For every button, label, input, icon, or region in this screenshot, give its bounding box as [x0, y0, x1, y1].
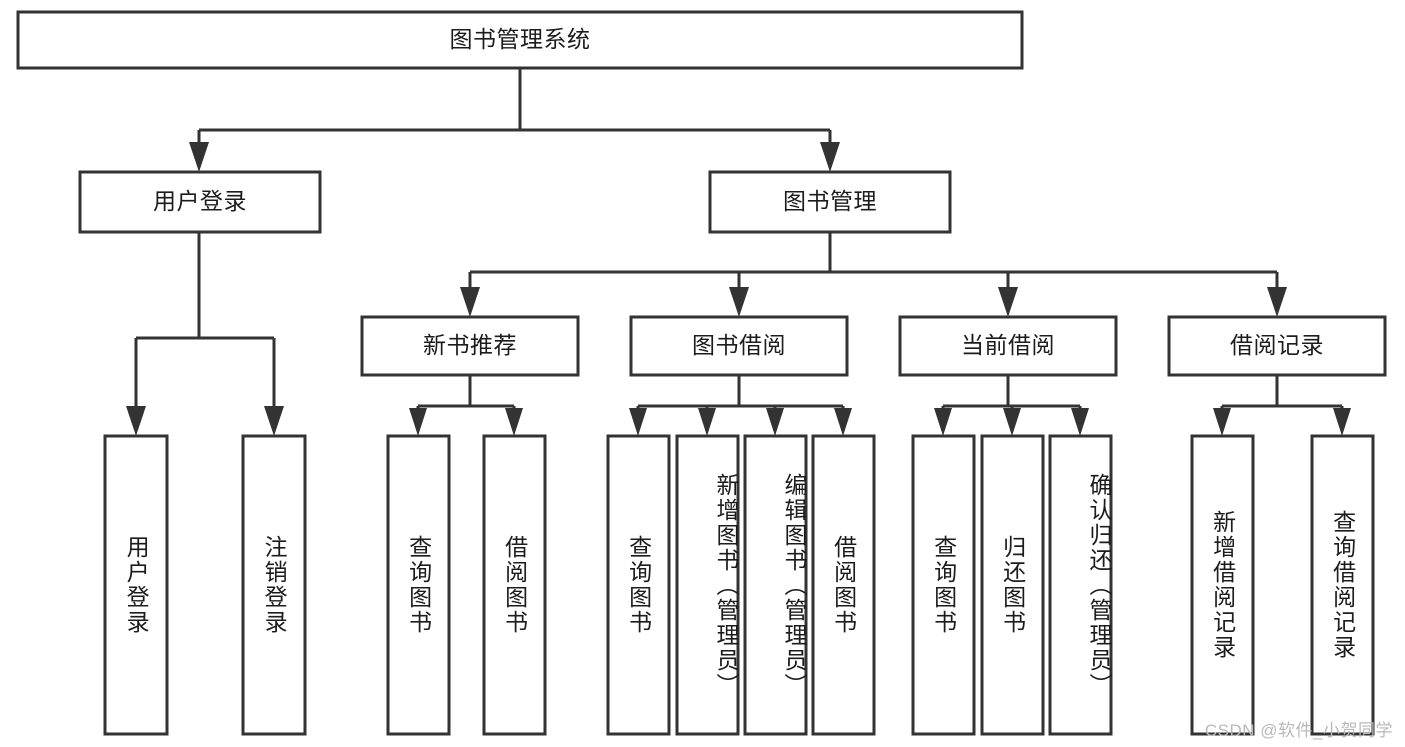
node-leaf-newbook-1-box[interactable]	[482, 434, 547, 736]
node-leaf-newbook-0-box[interactable]	[386, 434, 451, 736]
node-book-mgmt-box[interactable]	[708, 170, 952, 234]
node-newbook-box[interactable]	[360, 315, 580, 377]
arrow-to-leaf-current-1	[1003, 408, 1021, 436]
node-root-box[interactable]	[16, 10, 1024, 70]
node-leaf-login-1-box[interactable]	[241, 434, 307, 736]
node-leaf-current-1-box[interactable]	[980, 434, 1045, 736]
node-leaf-borrow-1-box[interactable]	[675, 434, 740, 736]
arrow-to-leaf-newbook-1	[505, 408, 523, 436]
node-leaf-borrow-0-box[interactable]	[606, 434, 671, 736]
csdn-watermark: CSDN @软件_小贺同学	[1204, 721, 1393, 740]
node-leaf-record-0-box[interactable]	[1190, 434, 1255, 736]
arrow-to-leaf-newbook-0	[409, 408, 427, 436]
arrow-to-book-mgmt	[820, 142, 840, 172]
node-current-box[interactable]	[898, 315, 1118, 377]
node-leaf-record-1-box[interactable]	[1310, 434, 1375, 736]
arrow-to-user-login	[189, 142, 209, 172]
arrow-to-bookborrow	[729, 287, 749, 317]
node-bookborrow-box[interactable]	[629, 315, 849, 377]
arrow-to-newbook	[460, 287, 480, 317]
node-leaf-current-0-box[interactable]	[911, 434, 976, 736]
arrow-to-leaf-login-0	[126, 406, 146, 436]
arrow-to-current	[998, 287, 1018, 317]
arrow-to-leaf-borrow-1	[698, 408, 716, 436]
node-leaf-borrow-3-box[interactable]	[811, 434, 876, 736]
node-record-box[interactable]	[1167, 315, 1387, 377]
arrow-to-leaf-borrow-3	[834, 408, 852, 436]
arrow-to-leaf-record-1	[1333, 408, 1351, 436]
arrow-to-leaf-borrow-0	[629, 408, 647, 436]
arrow-to-leaf-current-2	[1071, 408, 1089, 436]
node-leaf-current-2-box[interactable]	[1048, 434, 1113, 736]
node-leaf-login-0-box[interactable]	[103, 434, 169, 736]
arrow-to-record	[1267, 287, 1287, 317]
arrow-to-leaf-current-0	[934, 408, 952, 436]
node-user-login-box[interactable]	[78, 170, 322, 234]
arrow-to-leaf-login-1	[264, 406, 284, 436]
arrow-to-leaf-borrow-2	[766, 408, 784, 436]
node-leaf-borrow-2-box[interactable]	[743, 434, 808, 736]
arrow-to-leaf-record-0	[1213, 408, 1231, 436]
